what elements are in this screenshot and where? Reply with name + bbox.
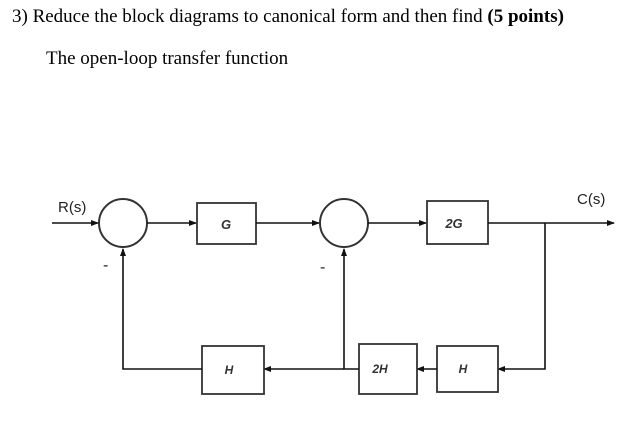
- block-h-left-label: H: [225, 363, 234, 377]
- summing-junction-1: [98, 198, 148, 248]
- input-label: R(s): [58, 199, 86, 216]
- output-feedback-line: [497, 223, 546, 372]
- sum2-minus-sign: -: [320, 259, 325, 276]
- block-h-left: [201, 345, 265, 395]
- summing-junction-2: [319, 198, 369, 248]
- block-2h-label: 2H: [371, 362, 388, 376]
- block-2g: [426, 200, 489, 245]
- question-subline: The open-loop transfer function: [46, 48, 289, 69]
- block-g-label: G: [221, 217, 231, 232]
- sum1-minus-sign: -: [103, 257, 108, 274]
- block-h-right-label: H: [459, 362, 468, 376]
- question-points: (5 points): [487, 6, 564, 27]
- output-label: C(s): [577, 191, 605, 208]
- question-prefix: 3) Reduce the block diagrams to canonica…: [12, 6, 488, 27]
- question-text: 3) Reduce the block diagrams to canonica…: [12, 6, 564, 28]
- sum2-feedback-line: [341, 248, 359, 370]
- block-h-right: [436, 345, 499, 393]
- block-g: [196, 202, 257, 245]
- sum1-feedback-line: [120, 248, 202, 370]
- block-2h: [358, 343, 418, 395]
- block-2g-label: 2G: [444, 216, 462, 231]
